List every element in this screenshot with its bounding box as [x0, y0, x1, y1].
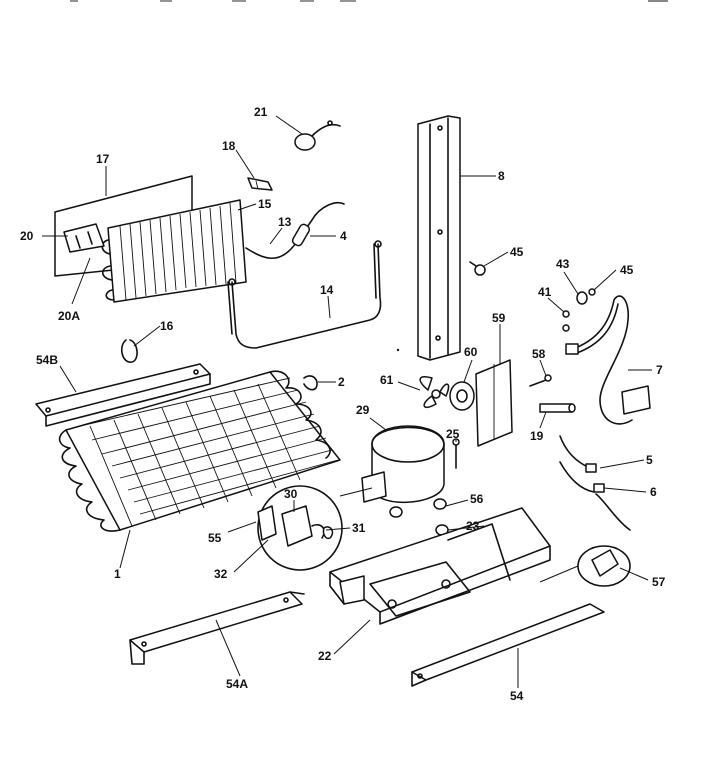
label-45a: 45 — [510, 245, 524, 259]
label-22: 22 — [318, 649, 332, 663]
part-59-fan-bracket — [475, 359, 513, 447]
part-54-bracket — [411, 603, 605, 687]
label-56: 56 — [470, 492, 484, 506]
label-30: 30 — [284, 487, 298, 501]
callout-labels: 21 18 17 15 13 4 20 20A 14 16 8 45 43 45… — [20, 105, 666, 703]
label-21: 21 — [254, 105, 268, 119]
part-60-fan-motor — [449, 381, 475, 411]
label-54B: 54B — [36, 353, 58, 367]
label-19: 19 — [530, 429, 544, 443]
part-45-screw-b — [588, 288, 596, 296]
label-59: 59 — [492, 311, 506, 325]
part-4-drier — [291, 223, 311, 247]
inset-relay-detail — [257, 485, 343, 571]
label-54A: 54A — [226, 677, 248, 691]
part-58-screw — [529, 374, 552, 387]
label-57: 57 — [652, 575, 666, 589]
part-25-bolt — [452, 438, 460, 469]
label-31: 31 — [352, 521, 366, 535]
label-55: 55 — [208, 531, 222, 545]
part-43-grommet — [576, 291, 588, 305]
label-25: 25 — [446, 427, 460, 441]
part-21-sensor — [294, 120, 341, 151]
label-60: 60 — [464, 345, 478, 359]
label-61: 61 — [380, 373, 394, 387]
part-1-condenser — [58, 370, 341, 532]
label-43: 43 — [556, 257, 570, 271]
part-5-wire — [559, 435, 597, 473]
label-20: 20 — [20, 229, 34, 243]
label-14: 14 — [320, 283, 334, 297]
leader-lines — [42, 115, 652, 688]
part-16-ring — [120, 339, 138, 363]
label-2: 2 — [338, 375, 345, 389]
label-6: 6 — [650, 485, 657, 499]
label-13: 13 — [278, 215, 292, 229]
label-23: 23 — [466, 519, 480, 533]
stray-dot — [396, 348, 400, 352]
part-18-clip — [247, 177, 273, 191]
part-14-tube — [227, 240, 382, 349]
label-5: 5 — [646, 453, 653, 467]
part-8-channel — [417, 115, 461, 361]
label-15: 15 — [258, 197, 272, 211]
part-15-evaporator — [101, 199, 247, 303]
part-29-compressor — [361, 425, 445, 504]
part-57-detail — [539, 545, 631, 587]
part-19-tube — [539, 403, 576, 413]
label-29: 29 — [356, 403, 370, 417]
part-56-grommets — [389, 498, 447, 518]
label-4: 4 — [340, 229, 347, 243]
part-7-power-cord — [565, 295, 651, 425]
part-54A-bracket — [129, 591, 305, 665]
label-32: 32 — [214, 567, 228, 581]
part-22-base-pan — [329, 507, 551, 625]
part-20-bracket — [63, 223, 105, 253]
label-41: 41 — [538, 285, 552, 299]
part-2-clip — [303, 375, 318, 391]
part-54B-bracket — [35, 363, 211, 427]
label-20A: 20A — [58, 309, 80, 323]
label-45b: 45 — [620, 263, 634, 277]
part-41-screw — [562, 310, 570, 332]
part-45-screw-a — [469, 261, 486, 276]
part-6-wire — [559, 461, 631, 531]
label-1: 1 — [114, 567, 121, 581]
label-16: 16 — [160, 319, 174, 333]
label-54: 54 — [510, 689, 524, 703]
part-13-capillary — [245, 202, 345, 259]
label-7: 7 — [656, 363, 663, 377]
inset-leader — [339, 487, 373, 497]
label-8: 8 — [498, 169, 505, 183]
label-58: 58 — [532, 347, 546, 361]
label-17: 17 — [96, 152, 110, 166]
label-18: 18 — [222, 139, 236, 153]
part-61-fan-blade — [419, 376, 450, 408]
